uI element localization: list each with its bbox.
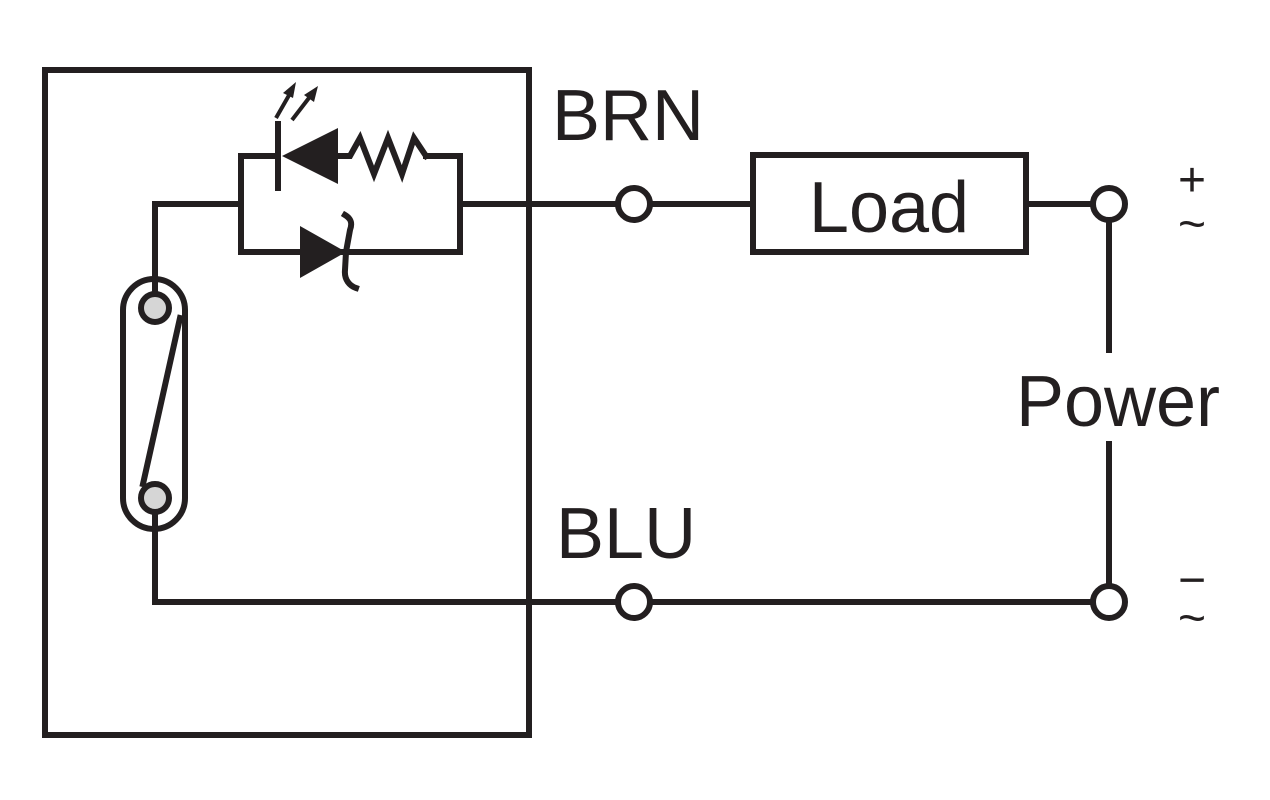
plus-ac-symbol: ~ <box>1178 198 1206 251</box>
internal-wire-bottom <box>152 509 621 605</box>
brn-terminal <box>615 185 653 223</box>
reed-switch-icon <box>120 276 188 532</box>
sensor-housing <box>42 67 532 738</box>
minus-ac-symbol: ~ <box>1178 592 1206 645</box>
brn-label: BRN <box>552 76 704 156</box>
blu-terminal <box>615 583 653 621</box>
parallel-branch-led <box>238 153 281 255</box>
load-label: Load <box>809 168 969 248</box>
zener-diode-icon <box>300 210 360 292</box>
internal-wire-top <box>152 201 244 297</box>
led-icon <box>274 82 338 191</box>
minus-symbol: − <box>1178 554 1206 607</box>
power-plus-terminal <box>1090 185 1128 223</box>
blu-label: BLU <box>556 494 696 574</box>
power-minus-terminal <box>1090 583 1128 621</box>
plus-symbol: + <box>1178 154 1206 207</box>
resistor-icon <box>335 129 431 183</box>
power-label: Power <box>1016 362 1220 442</box>
